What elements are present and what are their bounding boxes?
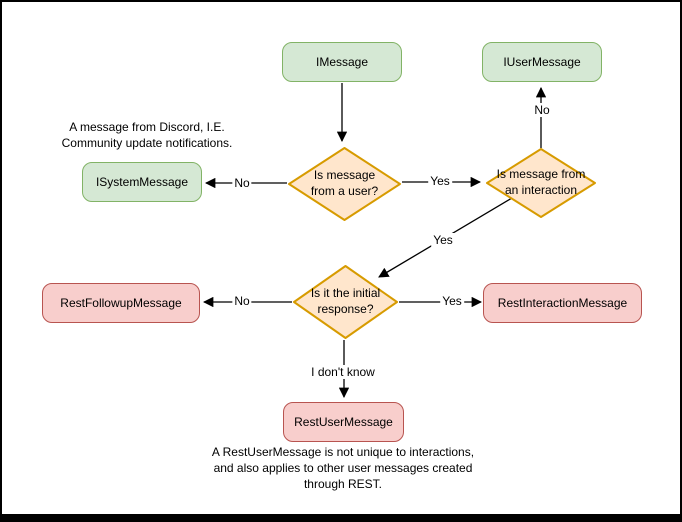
diamond-shape — [293, 265, 398, 339]
decision-is-initial-response-label: Is it the initial response? — [310, 286, 381, 316]
node-iusermessage-label: IUserMessage — [503, 54, 581, 69]
diamond-shape — [288, 147, 401, 221]
decision-is-message-from-interaction-label: Is message from an interaction — [496, 167, 586, 197]
node-restfollowupmessage-label: RestFollowupMessage — [60, 295, 182, 310]
edge-label-i-dont-know: I don't know — [309, 365, 377, 379]
node-restfollowupmessage: RestFollowupMessage — [42, 283, 200, 323]
edge-label-yes-interaction: Yes — [428, 174, 452, 188]
node-isystemmessage-label: ISystemMessage — [95, 174, 189, 189]
node-restinteractionmessage: RestInteractionMessage — [483, 283, 642, 323]
node-restusermessage-label: RestUserMessage — [294, 414, 393, 429]
note-system-message: A message from Discord, I.E. Community u… — [61, 120, 233, 151]
node-iusermessage: IUserMessage — [482, 42, 602, 82]
node-imessage-label: IMessage — [315, 54, 369, 69]
edge-label-no-isystemmessage: No — [232, 176, 252, 190]
edge-label-yes-restinteraction: Yes — [440, 294, 464, 308]
diamond-shape — [486, 148, 596, 218]
node-imessage: IMessage — [282, 42, 402, 82]
decision-is-message-from-user: Is message from a user? — [287, 146, 402, 222]
edge-label-no-iusermessage: No — [532, 103, 552, 117]
decision-is-message-from-user-label: Is message from a user? — [310, 168, 379, 198]
decision-is-initial-response: Is it the initial response? — [292, 264, 399, 340]
node-restusermessage: RestUserMessage — [283, 402, 404, 442]
decision-is-message-from-interaction: Is message from an interaction — [485, 147, 597, 219]
note-rest-user-message: A RestUserMessage is not unique to inter… — [211, 445, 475, 492]
edge-label-no-restfollowup: No — [232, 294, 252, 308]
node-isystemmessage: ISystemMessage — [82, 162, 202, 202]
node-restinteractionmessage-label: RestInteractionMessage — [497, 295, 628, 310]
edge-label-yes-initial: Yes — [431, 233, 455, 247]
